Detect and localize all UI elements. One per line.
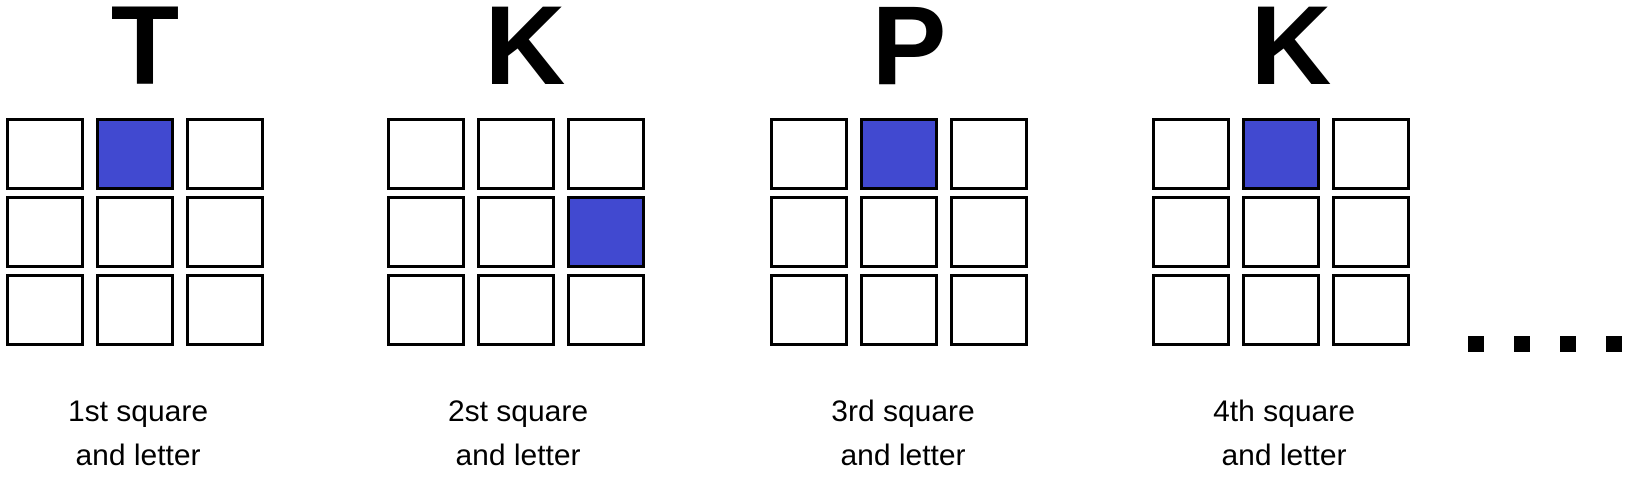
grid-square (6, 196, 84, 268)
grid-square (1152, 196, 1230, 268)
continuation-ellipsis (1468, 336, 1626, 356)
grid-square (860, 196, 938, 268)
grid-square (950, 274, 1028, 346)
stimulus-letter: K (484, 0, 566, 108)
ellipsis-dot (1560, 336, 1576, 352)
caption-line-1: 3rd square (831, 395, 975, 428)
panel-caption: 4th square and letter (1139, 390, 1429, 478)
panel-2: K 2st square and letter (380, 0, 670, 472)
square-grid (387, 118, 657, 358)
grid-square (567, 274, 645, 346)
grid-square (950, 118, 1028, 190)
caption-line-2: and letter (75, 439, 201, 472)
grid-square (1242, 196, 1320, 268)
caption-line-2: and letter (455, 439, 581, 472)
grid-square (387, 274, 465, 346)
panel-caption: 2st square and letter (373, 390, 663, 478)
ellipsis-dot (1514, 336, 1530, 352)
caption-line-1: 4th square (1213, 395, 1355, 428)
grid-square (6, 118, 84, 190)
grid-square (387, 118, 465, 190)
stimulus-letter: T (110, 0, 180, 108)
grid-square (186, 274, 264, 346)
stimulus-letter: P (871, 0, 947, 108)
grid-square (96, 196, 174, 268)
grid-square (96, 274, 174, 346)
grid-square-highlighted (1242, 118, 1320, 190)
panel-3: P 3rd square and letter (764, 0, 1054, 472)
grid-square (477, 196, 555, 268)
grid-square (860, 274, 938, 346)
panel-4: K 4th square and letter (1146, 0, 1436, 472)
square-grid (1152, 118, 1422, 358)
ellipsis-dot (1468, 336, 1484, 352)
grid-square (1152, 118, 1230, 190)
grid-square (387, 196, 465, 268)
grid-square (6, 274, 84, 346)
stimulus-letter: K (1250, 0, 1332, 108)
panel-caption: 3rd square and letter (758, 390, 1048, 478)
ellipsis-dot (1606, 336, 1622, 352)
caption-line-2: and letter (840, 439, 966, 472)
grid-square (186, 118, 264, 190)
grid-square (567, 118, 645, 190)
grid-square-highlighted (860, 118, 938, 190)
grid-square-highlighted (567, 196, 645, 268)
grid-square (770, 274, 848, 346)
caption-line-1: 2st square (447, 395, 589, 428)
grid-square (1152, 274, 1230, 346)
grid-square (1332, 274, 1410, 346)
grid-square-highlighted (96, 118, 174, 190)
grid-square (1332, 118, 1410, 190)
grid-square (186, 196, 264, 268)
caption-line-1: 1st square (67, 395, 209, 428)
grid-square (770, 196, 848, 268)
panel-caption: 1st square and letter (0, 390, 283, 478)
panel-1: T 1st square and letter (0, 0, 290, 472)
grid-square (477, 118, 555, 190)
square-grid (770, 118, 1040, 358)
grid-square (1332, 196, 1410, 268)
grid-square (1242, 274, 1320, 346)
caption-line-2: and letter (1221, 439, 1347, 472)
grid-square (477, 274, 555, 346)
grid-square (770, 118, 848, 190)
grid-square (950, 196, 1028, 268)
square-grid (6, 118, 276, 358)
